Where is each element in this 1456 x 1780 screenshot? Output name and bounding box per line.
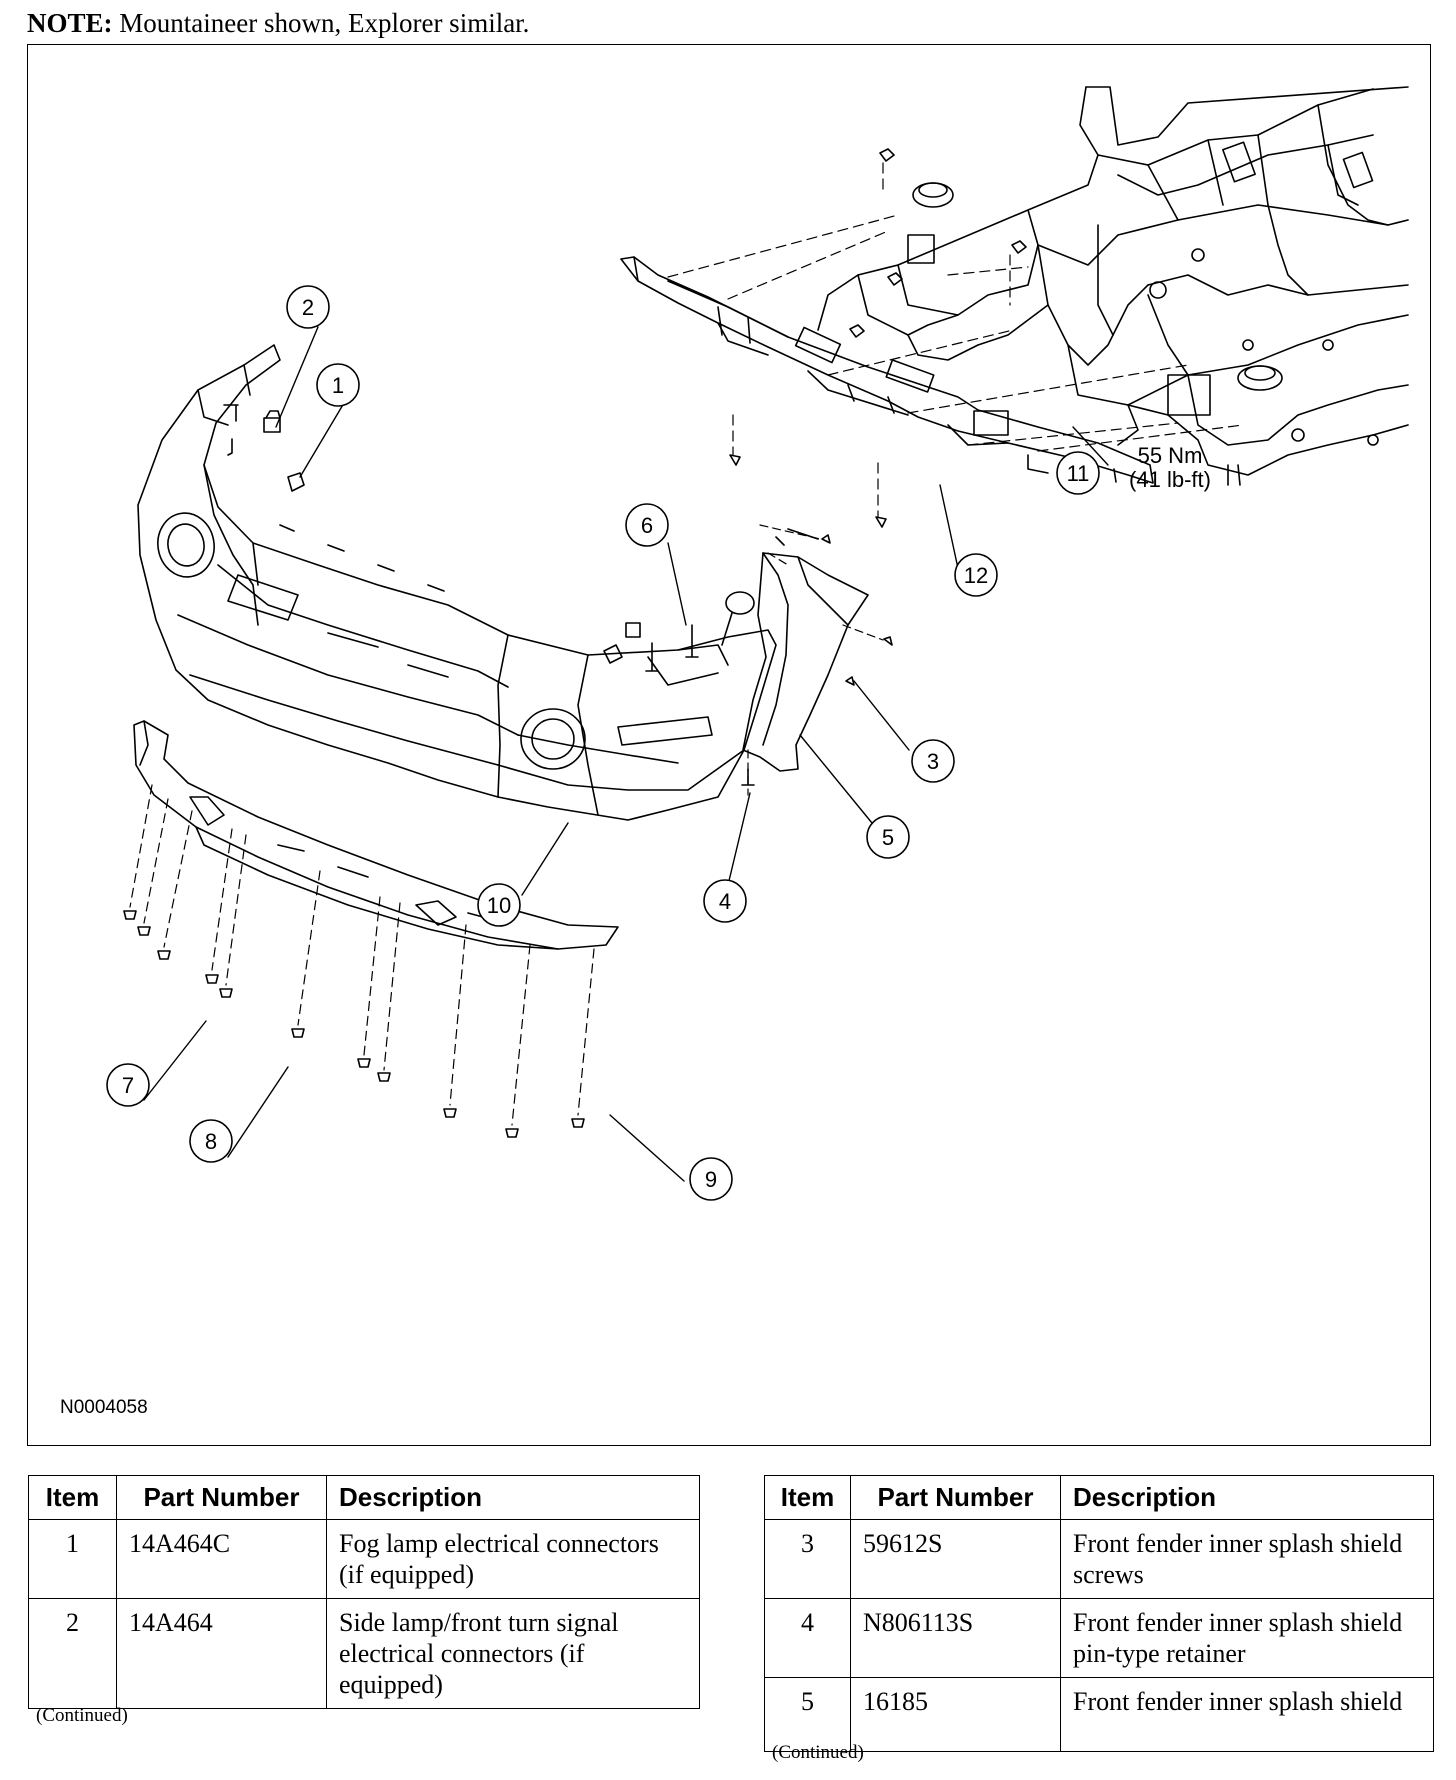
callout-1-label: 1 <box>332 373 344 398</box>
bumper-reinforcement-drawing <box>620 256 1154 484</box>
torque-lbft: (41 lb-ft) <box>1129 467 1211 492</box>
exploded-view-drawing: 1 2 3 4 5 6 7 8 9 10 11 12 55 Nm (41 lb-… <box>106 86 1409 1201</box>
item-cell: 5 <box>764 1677 851 1752</box>
item-cell: 2 <box>28 1598 117 1709</box>
description-cell: Front fender inner splash shield pin-typ… <box>1060 1598 1434 1678</box>
callout-11-label: 11 <box>1067 461 1090 486</box>
header-item: Item <box>764 1475 851 1520</box>
header-item: Item <box>28 1475 117 1520</box>
callout-2: 2 <box>286 285 330 329</box>
torque-nm: 55 Nm <box>1138 443 1203 468</box>
vehicle-frame-drawing <box>817 86 1409 486</box>
callout-3: 3 <box>911 739 955 783</box>
table-header-row: Item Part Number Description <box>764 1475 1434 1520</box>
callout-3-label: 3 <box>927 749 939 774</box>
exploded-view-figure: 1 2 3 4 5 6 7 8 9 10 11 12 55 Nm (41 lb-… <box>27 44 1431 1446</box>
figure-id: N0004058 <box>60 1397 148 1418</box>
description-cell: Side lamp/front turn signal electrical c… <box>326 1598 700 1709</box>
callout-8: 8 <box>189 1119 233 1163</box>
callout-4-label: 4 <box>719 889 731 914</box>
note: NOTE: Mountaineer shown, Explorer simila… <box>27 8 529 39</box>
callout-8-label: 8 <box>205 1129 217 1154</box>
continued-note-2: (Continued) <box>772 1742 864 1763</box>
callout-7: 7 <box>106 1063 150 1107</box>
callout-1: 1 <box>316 363 360 407</box>
callout-9-label: 9 <box>705 1167 717 1192</box>
part-number-cell: 14A464 <box>116 1598 327 1709</box>
parts-table-2: Item Part Number Description 3 59612S Fr… <box>764 1475 1434 1752</box>
callout-12: 12 <box>954 553 998 597</box>
note-label: NOTE: <box>27 8 113 38</box>
part-number-cell: N806113S <box>850 1598 1061 1678</box>
item-cell: 1 <box>28 1519 117 1599</box>
callout-2-label: 2 <box>302 295 314 320</box>
callout-4: 4 <box>703 879 747 923</box>
lower-valance-drawing <box>133 720 619 950</box>
callout-9: 9 <box>689 1157 733 1201</box>
callout-6: 6 <box>625 503 669 547</box>
item-cell: 4 <box>764 1598 851 1678</box>
table-header-row: Item Part Number Description <box>28 1475 700 1520</box>
continued-note-1: (Continued) <box>36 1705 128 1726</box>
table-row: 1 14A464C Fog lamp electrical connectors… <box>28 1519 700 1599</box>
header-description: Description <box>326 1475 700 1520</box>
bumper-cover-drawing <box>137 344 777 821</box>
callout-6-label: 6 <box>641 513 653 538</box>
header-part-number: Part Number <box>850 1475 1061 1520</box>
parts-table-1: Item Part Number Description 1 14A464C F… <box>28 1475 700 1709</box>
callout-10-label: 10 <box>487 893 511 918</box>
header-description: Description <box>1060 1475 1434 1520</box>
part-number-cell: 59612S <box>850 1519 1061 1599</box>
callout-5: 5 <box>866 815 910 859</box>
callout-7-label: 7 <box>122 1073 134 1098</box>
part-number-cell: 16185 <box>850 1677 1061 1752</box>
table-row: 5 16185 Front fender inner splash shield <box>764 1677 1434 1752</box>
splash-shield-drawing <box>721 528 869 786</box>
table-row: 4 N806113S Front fender inner splash shi… <box>764 1598 1434 1678</box>
table-row: 3 59612S Front fender inner splash shiel… <box>764 1519 1434 1599</box>
header-part-number: Part Number <box>116 1475 327 1520</box>
item-cell: 3 <box>764 1519 851 1599</box>
callout-10: 10 <box>477 883 521 927</box>
description-cell: Fog lamp electrical connectors (if equip… <box>326 1519 700 1599</box>
table-row: 2 14A464 Side lamp/front turn signal ele… <box>28 1598 700 1709</box>
part-number-cell: 14A464C <box>116 1519 327 1599</box>
description-cell: Front fender inner splash shield screws <box>1060 1519 1434 1599</box>
callout-5-label: 5 <box>882 825 894 850</box>
description-cell: Front fender inner splash shield <box>1060 1677 1434 1752</box>
callout-11: 11 <box>1056 451 1100 495</box>
callout-12-label: 12 <box>964 563 988 588</box>
note-text: Mountaineer shown, Explorer similar. <box>119 8 530 38</box>
